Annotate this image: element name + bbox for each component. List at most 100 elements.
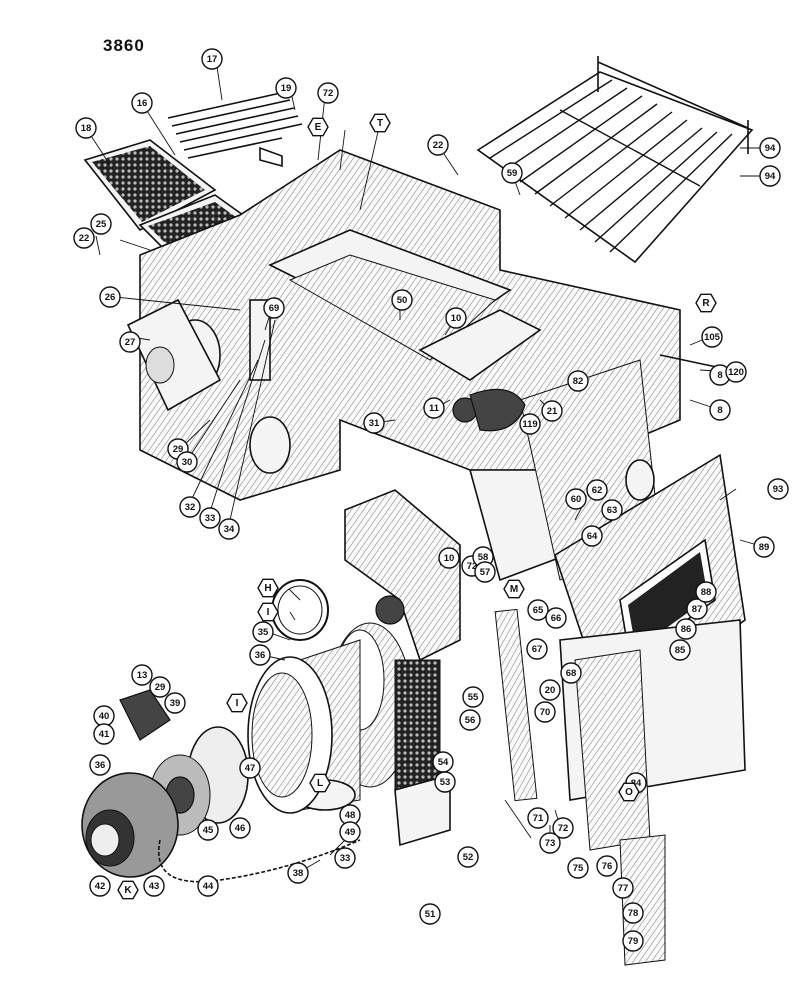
grill-grate-left xyxy=(83,139,217,232)
part-callout: 68 xyxy=(560,662,582,684)
part-callout: 70 xyxy=(534,701,556,723)
callout-marker xyxy=(369,113,391,133)
callout-label: 35 xyxy=(258,627,269,638)
callout-label: 44 xyxy=(203,881,214,892)
callout-label: 50 xyxy=(397,295,408,306)
part-callout: 79 xyxy=(622,930,644,952)
oven-rack xyxy=(476,56,754,264)
callout-label: 84 xyxy=(631,778,642,789)
callout-label: 20 xyxy=(545,685,556,696)
part-callout: 53 xyxy=(434,771,456,793)
callout-label: 26 xyxy=(105,292,116,303)
part-callout: 66 xyxy=(545,607,567,629)
callout-marker xyxy=(445,307,467,329)
callout-label: 29 xyxy=(173,444,184,455)
part-callout: 72 xyxy=(552,817,574,839)
part-callout: 50 xyxy=(391,289,413,311)
part-callout: I xyxy=(257,602,279,622)
part-callout: 45 xyxy=(197,819,219,841)
blower-housing xyxy=(247,489,461,847)
callout-marker xyxy=(560,662,582,684)
callout-label: K xyxy=(124,885,132,896)
callout-label: 49 xyxy=(345,827,356,838)
callout-label: 53 xyxy=(440,777,451,788)
part-callout: 10 xyxy=(438,547,460,569)
part-callout: 55 xyxy=(462,686,484,708)
callout-marker xyxy=(239,757,261,779)
callout-label: 22 xyxy=(79,233,90,244)
callout-label: 63 xyxy=(607,505,618,516)
callout-label: 32 xyxy=(185,502,196,513)
part-callout: 52 xyxy=(457,846,479,868)
callout-label: 46 xyxy=(235,823,246,834)
callout-marker xyxy=(567,370,589,392)
part-callout: 94 xyxy=(759,165,781,187)
callout-marker xyxy=(753,536,775,558)
callout-marker xyxy=(317,82,339,104)
callout-marker xyxy=(89,754,111,776)
part-callout: 26 xyxy=(99,286,121,308)
part-callout: 69 xyxy=(263,297,285,319)
callout-marker xyxy=(601,499,623,521)
blower-motor xyxy=(81,689,361,883)
callout-label: 13 xyxy=(137,670,148,681)
part-callout: 18 xyxy=(75,117,97,139)
part-callout: 36 xyxy=(249,644,271,666)
callout-label: 25 xyxy=(96,219,107,230)
callout-marker xyxy=(767,478,789,500)
callout-marker xyxy=(179,496,201,518)
callout-marker xyxy=(622,902,644,924)
callout-marker xyxy=(309,773,331,793)
callout-marker xyxy=(725,361,747,383)
part-callout: 71 xyxy=(527,807,549,829)
callout-label: 93 xyxy=(773,484,784,495)
callout-label: 119 xyxy=(522,419,537,430)
callout-label: 70 xyxy=(540,707,551,718)
callout-marker xyxy=(622,930,644,952)
callout-marker xyxy=(669,639,691,661)
part-callout: 19 xyxy=(275,77,297,99)
part-callout: 42 xyxy=(89,875,111,897)
callout-label: L xyxy=(317,778,323,789)
part-callout: 54 xyxy=(432,751,454,773)
callout-marker xyxy=(427,134,449,156)
callout-marker xyxy=(545,607,567,629)
callout-label: 29 xyxy=(155,682,166,693)
callout-label: 87 xyxy=(692,604,703,615)
callout-label: 10 xyxy=(444,553,455,564)
callout-marker xyxy=(257,578,279,598)
callout-marker xyxy=(596,855,618,877)
part-callout: 13 xyxy=(131,664,153,686)
callout-marker xyxy=(252,621,274,643)
part-callout: 65 xyxy=(527,599,549,621)
part-callout: 73 xyxy=(539,832,561,854)
callout-label: 55 xyxy=(468,692,479,703)
callout-marker xyxy=(695,293,717,313)
part-callout: H xyxy=(257,578,279,598)
callout-marker xyxy=(438,547,460,569)
callout-label: I xyxy=(267,607,270,618)
part-callout: L xyxy=(309,773,331,793)
callout-marker xyxy=(75,117,97,139)
callout-label: 21 xyxy=(547,406,558,417)
callout-marker xyxy=(541,400,563,422)
part-callout: 64 xyxy=(581,525,603,547)
part-callout: 17 xyxy=(201,48,223,70)
callout-label: 42 xyxy=(95,881,106,892)
part-callout: 76 xyxy=(596,855,618,877)
callout-marker xyxy=(249,644,271,666)
callout-label: 120 xyxy=(728,367,744,378)
callout-label: 71 xyxy=(533,813,544,824)
callout-marker xyxy=(201,48,223,70)
callout-label: 68 xyxy=(566,668,577,679)
callout-label: 19 xyxy=(281,83,292,94)
callout-marker xyxy=(99,286,121,308)
part-callout: 57 xyxy=(474,561,496,583)
part-callout: 10 xyxy=(445,307,467,329)
part-callout: T xyxy=(369,113,391,133)
callout-label: 34 xyxy=(224,524,235,535)
callout-label: 59 xyxy=(507,168,518,179)
